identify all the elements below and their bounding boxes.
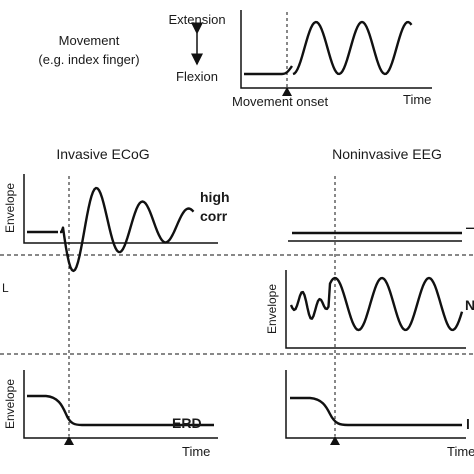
flexion-label: Flexion bbox=[176, 69, 218, 84]
eeg-row1-edge-text: — bbox=[466, 219, 474, 235]
eeg-row2-edge-text: N bbox=[465, 297, 474, 313]
ecog-row1-axes bbox=[23, 174, 218, 244]
ecog-onset-marker bbox=[64, 436, 74, 445]
high-corr-label-line2: corr bbox=[200, 208, 228, 224]
eeg-row2-envelope-label: Envelope bbox=[265, 284, 279, 334]
eeg-onset-marker bbox=[330, 436, 340, 445]
eeg-column-title: Noninvasive EEG bbox=[332, 146, 442, 162]
movement-panel: Movement (e.g. index finger) Extension F… bbox=[38, 10, 432, 109]
ecog-row3-axes bbox=[23, 370, 218, 439]
ecog-row3-envelope-label: Envelope bbox=[3, 379, 17, 429]
movement-label: Movement bbox=[59, 33, 120, 48]
extension-label: Extension bbox=[168, 12, 225, 27]
movement-trace bbox=[244, 20, 413, 76]
movement-axes bbox=[240, 10, 432, 89]
ecog-high-gamma-panel: Envelope high corr bbox=[3, 174, 230, 273]
ecog-time-label: Time bbox=[182, 444, 210, 459]
ecog-high-gamma-envelope bbox=[27, 186, 195, 273]
erd-label: ERD bbox=[172, 415, 202, 431]
ecog-erd-envelope bbox=[27, 394, 214, 427]
eeg-erd-panel: Time l bbox=[285, 370, 474, 459]
movement-onset-marker bbox=[282, 87, 292, 96]
eeg-time-label: Time bbox=[447, 444, 474, 459]
movement-time-label: Time bbox=[403, 92, 431, 107]
eeg-erd-envelope bbox=[290, 396, 462, 427]
ecog-column-title: Invasive ECoG bbox=[56, 146, 149, 162]
eeg-row2-axes bbox=[285, 270, 466, 349]
ecog-row1-envelope-label: Envelope bbox=[3, 183, 17, 233]
row2-left-edge-text: L bbox=[2, 281, 9, 295]
eeg-low-freq-envelope bbox=[289, 276, 464, 332]
movement-onset-label: Movement onset bbox=[232, 94, 328, 109]
ecog-erd-panel: Envelope ERD Time bbox=[3, 370, 218, 459]
eeg-low-freq-panel: Envelope N bbox=[265, 270, 474, 349]
eeg-row3-axes bbox=[285, 370, 466, 439]
movement-example-label: (e.g. index finger) bbox=[38, 52, 139, 67]
eeg-high-gamma-panel: — bbox=[288, 219, 474, 242]
high-corr-label-line1: high bbox=[200, 189, 230, 205]
eeg-row3-edge-text: l bbox=[466, 416, 470, 432]
